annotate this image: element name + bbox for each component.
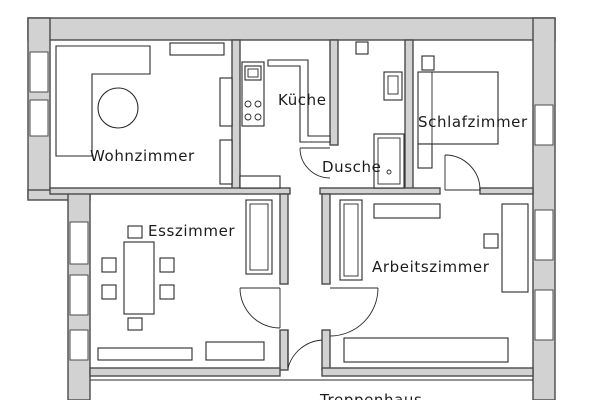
- living-room-furniture: [55, 42, 233, 185]
- dining-sideboard-1: [97, 347, 193, 361]
- bed: [417, 71, 499, 145]
- nightstand-top: [421, 55, 435, 71]
- chair-right-2: [159, 284, 175, 300]
- wall-top: [27, 17, 556, 41]
- chair-bottom: [127, 317, 143, 331]
- wall-hall-left-low: [279, 329, 289, 371]
- toilet: [355, 41, 369, 55]
- room-label-treppenhaus: Treppenhaus: [319, 391, 422, 400]
- doors: [239, 147, 481, 369]
- dining-sideboard-2: [205, 341, 265, 361]
- chair-top: [127, 225, 143, 239]
- room-label-schlafzimmer: Schlafzimmer: [418, 113, 528, 131]
- room-label-dusche: Dusche: [322, 158, 381, 176]
- chair-right-1: [159, 257, 175, 273]
- door-stairwell: [287, 330, 323, 369]
- office-chair: [483, 233, 499, 249]
- wall-hall-right: [321, 193, 331, 285]
- round-table: [97, 87, 139, 129]
- wall-stair-left: [89, 367, 281, 377]
- room-label-kueche: Küche: [278, 91, 327, 109]
- door-dining: [239, 287, 281, 329]
- cabinet-right-1: [219, 77, 233, 127]
- shower-drain: [386, 169, 392, 175]
- wall-stair-right: [321, 367, 534, 377]
- wall-kitchen-bottom: [319, 187, 441, 195]
- wall-living-bottom: [49, 187, 291, 195]
- chair-left-1: [101, 257, 117, 273]
- corner-sofa: [55, 45, 151, 157]
- wall-hall-right-low: [321, 329, 331, 371]
- room-label-esszimmer: Esszimmer: [148, 222, 235, 240]
- wall-kitchen-shower: [329, 39, 339, 146]
- wall-right: [532, 17, 556, 400]
- office-furniture: [339, 199, 529, 363]
- stove-burner-3: [244, 113, 252, 121]
- shower-tray: [373, 133, 405, 189]
- office-shelf-top: [373, 203, 441, 219]
- outer-walls: [27, 17, 556, 400]
- office-shelf-left: [339, 199, 363, 281]
- stove-burner-1: [244, 100, 252, 108]
- shower-furniture: [355, 41, 405, 189]
- dining-table: [123, 241, 155, 315]
- door-bedroom: [444, 154, 481, 191]
- wall-hall-left: [279, 193, 289, 285]
- cabinet-right-2: [219, 139, 233, 185]
- sideboard-top: [169, 42, 225, 56]
- washbasin: [383, 71, 403, 101]
- stove-burner-4: [254, 113, 262, 121]
- room-label-arbeitszimmer: Arbeitszimmer: [372, 258, 490, 276]
- dining-room-furniture: [97, 199, 273, 361]
- room-label-wohnzimmer: Wohnzimmer: [90, 147, 195, 165]
- kitchen-counter-right: [267, 59, 331, 143]
- wall-bedroom-bottom: [479, 187, 534, 195]
- door-office: [329, 287, 379, 337]
- office-sideboard: [343, 337, 509, 363]
- door-shower: [299, 147, 331, 179]
- bedroom-furniture: [417, 55, 499, 169]
- wall-living-kitchen: [231, 39, 241, 191]
- nightstand-bottom: [417, 143, 433, 169]
- sink: [244, 65, 262, 81]
- wall-shower-bedroom: [404, 39, 414, 191]
- stove-burner-2: [254, 100, 262, 108]
- kitchen-furniture: [239, 59, 331, 189]
- desk: [501, 203, 529, 293]
- chair-left-2: [101, 284, 117, 300]
